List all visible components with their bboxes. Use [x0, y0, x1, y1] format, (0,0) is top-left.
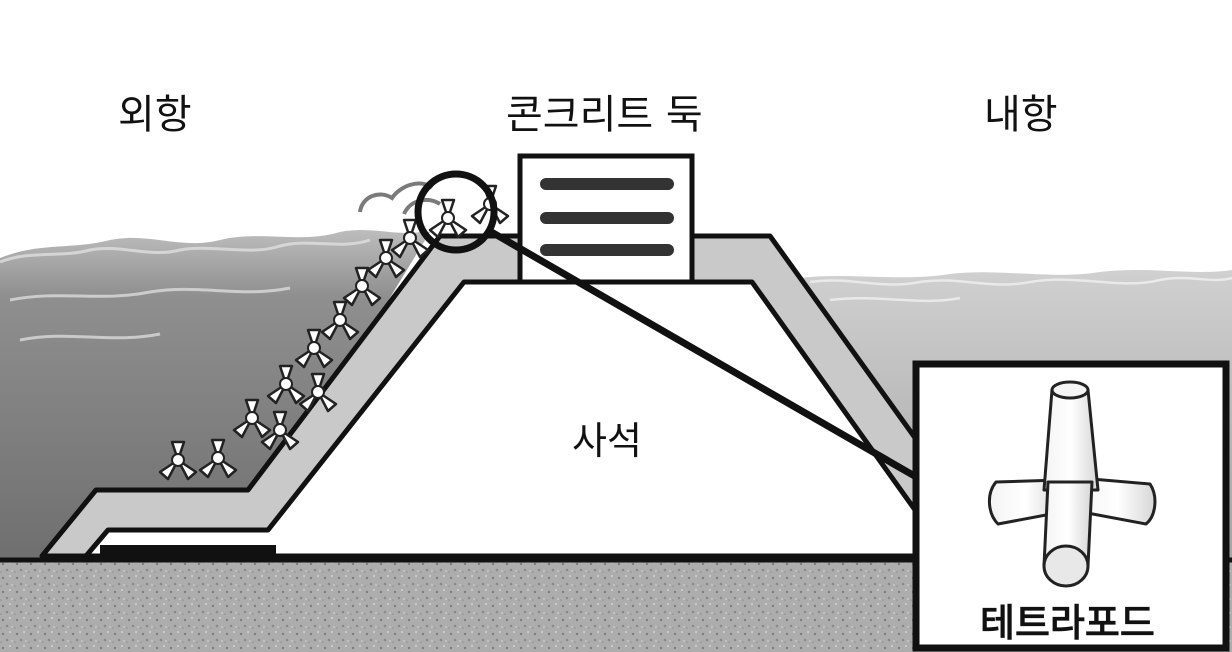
tetrapod-icon — [988, 380, 1157, 588]
outer-sea — [0, 230, 430, 560]
rubble-core-label: 사석 — [572, 419, 642, 463]
zoom-circle — [414, 170, 498, 254]
concrete-wall-label: 콘크리트 둑 — [506, 92, 703, 138]
inner-harbor-label: 내항 — [984, 92, 1058, 138]
outer-sea-foam — [0, 238, 371, 342]
concrete-wall — [517, 153, 695, 285]
toe-block — [100, 545, 276, 557]
tetrapod-inset — [912, 360, 1230, 652]
outer-harbor-label: 외항 — [118, 92, 192, 138]
inner-sea-foam — [809, 276, 1232, 303]
zoom-connector — [486, 226, 920, 482]
tetrapod-label: 테트라포드 — [980, 601, 1155, 645]
